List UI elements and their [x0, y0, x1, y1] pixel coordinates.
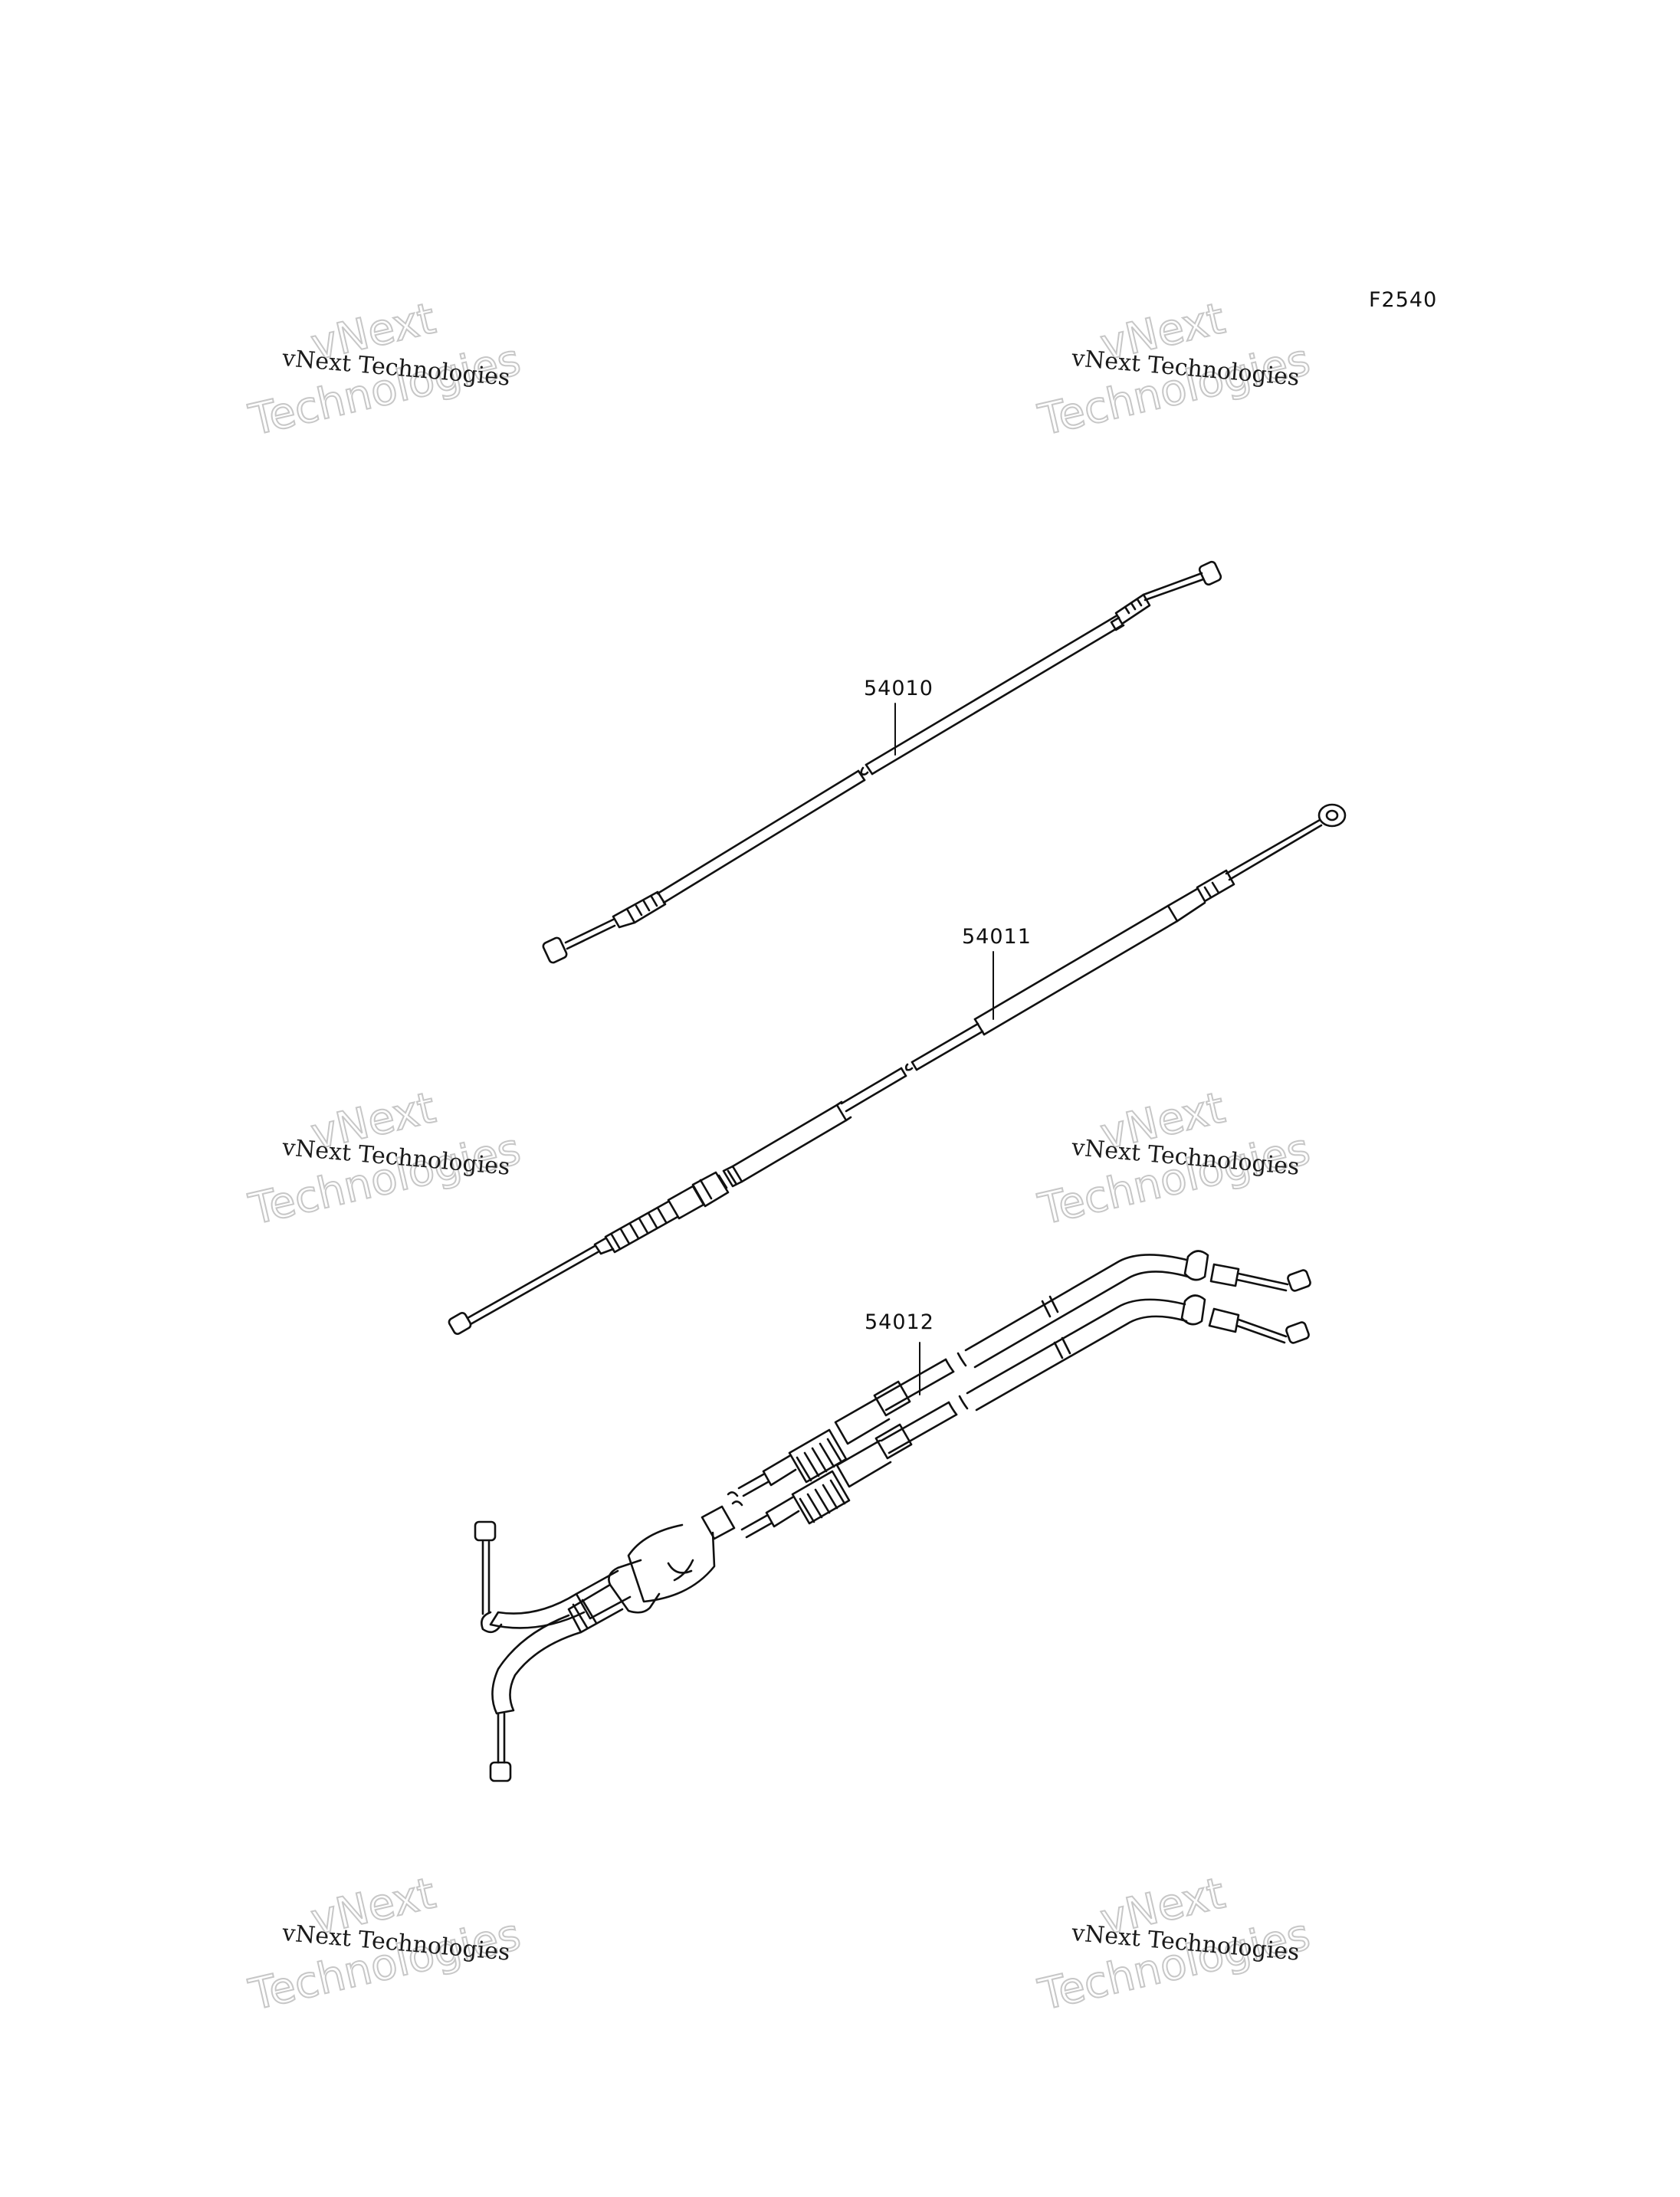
figure-code: F2540: [1369, 288, 1438, 312]
part-label-54010: 54010: [864, 677, 934, 700]
part-label-54011: 54011: [962, 925, 1032, 949]
cable-54012: [474, 1250, 1311, 1782]
part-label-54012: 54012: [865, 1310, 934, 1334]
cable-54010: [542, 560, 1222, 964]
cable-54011: [448, 803, 1347, 1335]
